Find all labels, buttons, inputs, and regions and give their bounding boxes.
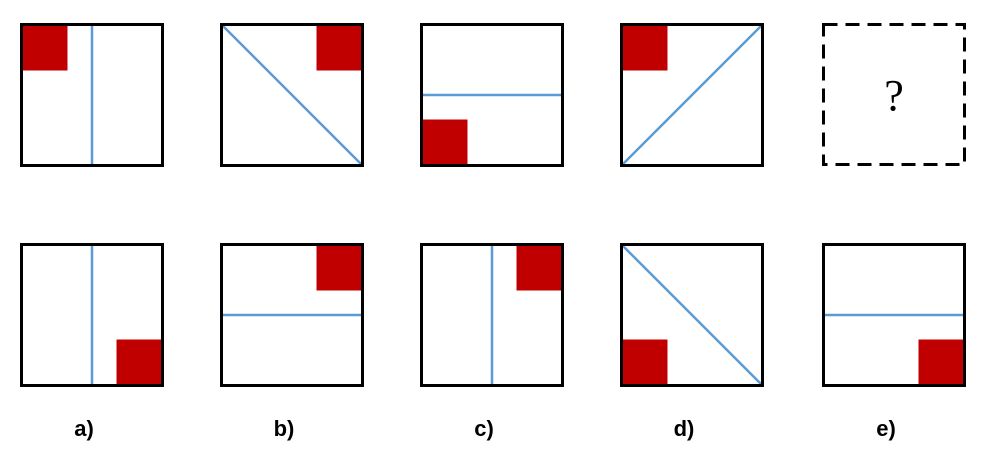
option-label-d[interactable]: d) <box>674 416 695 441</box>
option-panel-a[interactable] <box>20 243 164 387</box>
sequence-panel-3 <box>420 23 564 167</box>
red-square <box>621 339 668 386</box>
option-panel-b[interactable] <box>220 243 364 387</box>
option-panel-e[interactable] <box>822 243 966 387</box>
red-square <box>21 24 68 71</box>
red-square <box>316 24 363 71</box>
option-panel-d[interactable] <box>620 243 764 387</box>
option-label-e[interactable]: e) <box>876 416 896 441</box>
red-square <box>621 24 668 71</box>
red-square <box>516 244 563 291</box>
panel-frame <box>420 23 564 167</box>
sequence-row <box>20 23 764 167</box>
panel-frame <box>220 243 364 387</box>
red-square <box>918 339 965 386</box>
panel-frame <box>620 23 764 167</box>
question-mark: ? <box>884 71 904 120</box>
question-panel: ? <box>822 23 966 166</box>
option-label-b[interactable]: b) <box>274 416 295 441</box>
panel-frame <box>20 243 164 387</box>
sequence-panel-2 <box>220 23 364 167</box>
options-row: a) b) c) d) e) <box>20 243 966 441</box>
panel-frame <box>20 23 164 167</box>
panel-frame <box>420 243 564 387</box>
option-label-a[interactable]: a) <box>74 416 94 441</box>
question-frame <box>822 23 966 166</box>
divider-line <box>220 23 364 167</box>
option-panel-c[interactable] <box>420 243 564 387</box>
divider-line <box>620 243 764 387</box>
sequence-panel-1 <box>20 23 164 167</box>
red-square <box>116 339 163 386</box>
sequence-panel-4 <box>620 23 764 167</box>
panel-frame <box>220 23 364 167</box>
option-label-c[interactable]: c) <box>474 416 494 441</box>
red-square <box>421 119 468 166</box>
panel-frame <box>822 243 966 387</box>
red-square <box>316 244 363 291</box>
panel-frame <box>620 243 764 387</box>
divider-line <box>620 23 764 167</box>
